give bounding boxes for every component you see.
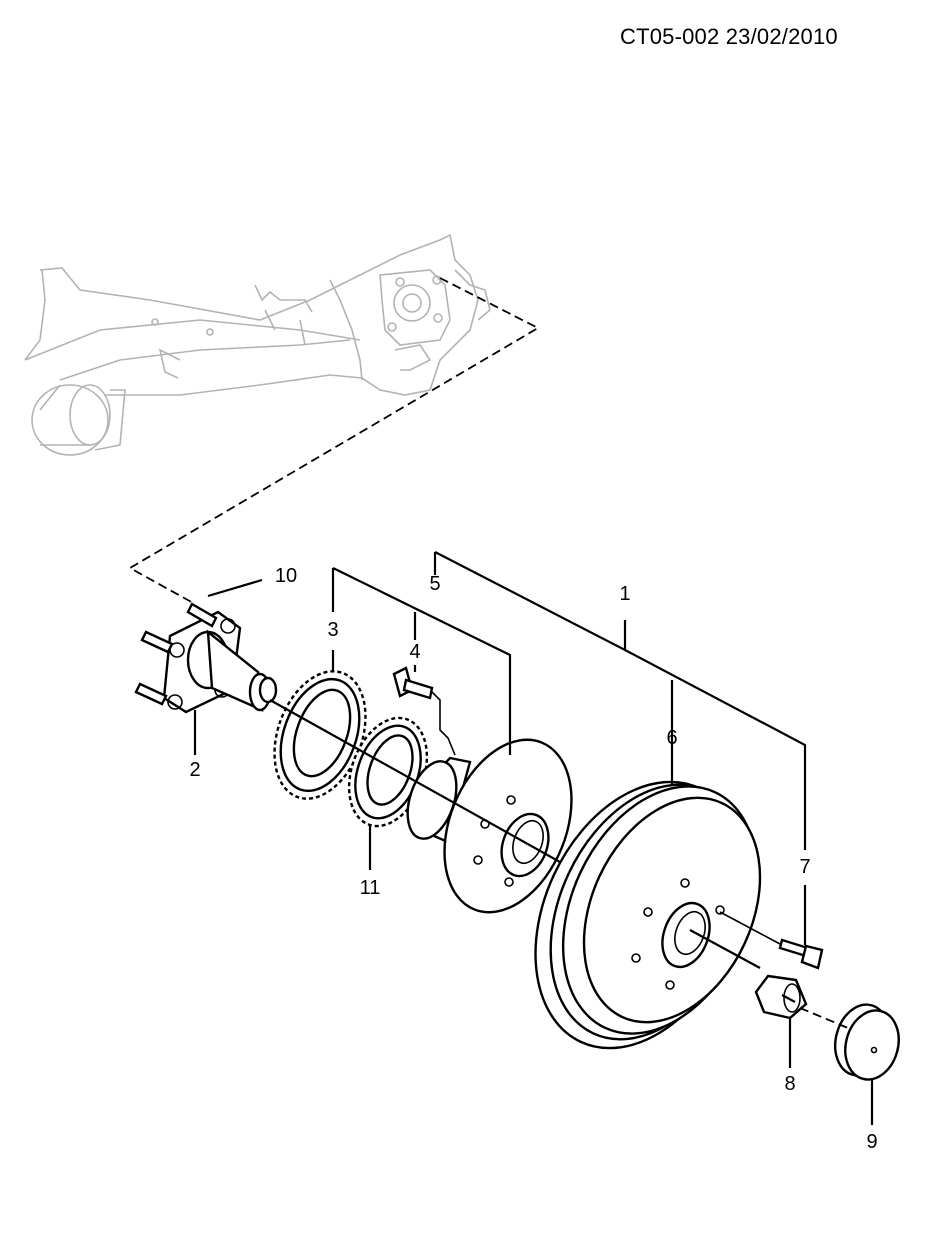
callout-7: 7 bbox=[799, 856, 810, 878]
callout-9: 9 bbox=[866, 1131, 877, 1153]
callout-1: 1 bbox=[619, 583, 630, 605]
callout-2: 2 bbox=[189, 759, 200, 781]
callout-11: 11 bbox=[360, 877, 381, 899]
abs-tone-ring-large bbox=[273, 670, 367, 800]
hub-spindle bbox=[134, 602, 278, 714]
hub-flange bbox=[406, 738, 573, 914]
assembly-axis bbox=[269, 699, 796, 1003]
callout-5: 5 bbox=[429, 573, 440, 595]
hub-bolt bbox=[392, 666, 434, 700]
callout-3: 3 bbox=[327, 619, 338, 641]
callout-8: 8 bbox=[784, 1073, 795, 1095]
callout-10: 10 bbox=[275, 565, 297, 587]
hub-cap bbox=[834, 1003, 900, 1081]
drawing-reference: CT05-002 23/02/2010 bbox=[620, 24, 838, 49]
bolt-axis bbox=[431, 691, 456, 756]
cap-axis bbox=[799, 1007, 849, 1029]
axle-leader-line bbox=[128, 277, 540, 605]
drum-screw bbox=[778, 938, 824, 970]
callout-4: 4 bbox=[409, 641, 420, 663]
callout-leaders bbox=[193, 551, 874, 1125]
brake-drum bbox=[534, 780, 762, 1050]
screw-axis bbox=[719, 911, 781, 945]
axle-beam-context bbox=[24, 233, 491, 456]
hub-nut bbox=[754, 974, 808, 1020]
callout-6: 6 bbox=[666, 727, 677, 749]
